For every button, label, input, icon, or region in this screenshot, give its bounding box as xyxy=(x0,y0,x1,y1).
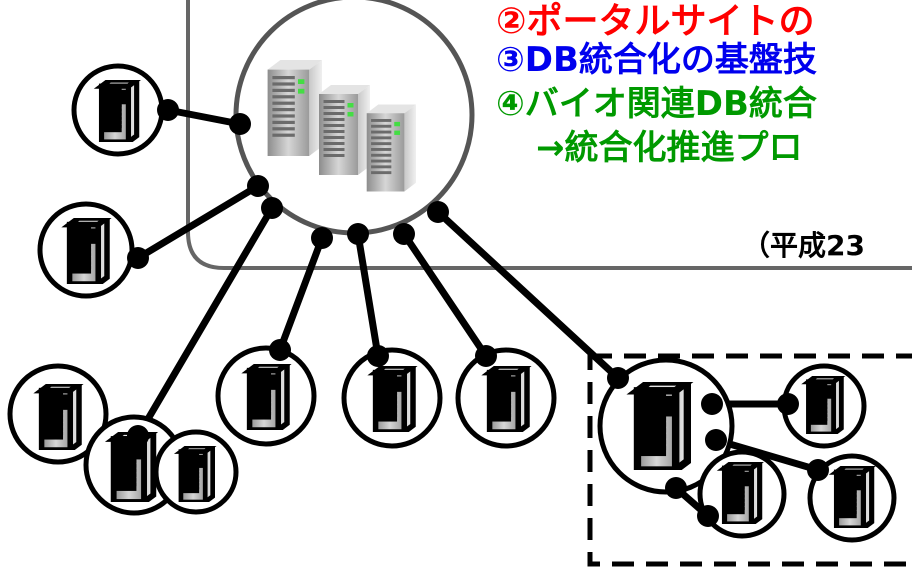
server-node-5 xyxy=(153,429,239,515)
text-line-bio-db: ④バイオ関連DB統合 xyxy=(496,84,817,124)
server-node-3 xyxy=(7,363,109,465)
node-servers xyxy=(7,63,557,516)
server-node-6 xyxy=(215,345,317,447)
text-line-db-infrastructure: ③DB統合化の基盤技 xyxy=(496,40,817,80)
sub-network-dashed-box xyxy=(587,353,912,567)
sub-network-servers xyxy=(597,357,897,543)
text-line-promotion-program: →統合化推進プロ xyxy=(536,128,803,168)
panel-outline xyxy=(186,0,912,270)
connection-dots xyxy=(127,99,829,527)
sub-server-3 xyxy=(807,453,897,543)
text-line-portal: ②ポータルサイトの xyxy=(496,1,815,42)
server-node-1 xyxy=(71,63,165,157)
text-note-year: （平成23 xyxy=(742,229,865,262)
server-node-2 xyxy=(37,201,135,299)
sub-server-2 xyxy=(697,449,787,539)
server-node-7 xyxy=(341,347,443,449)
server-node-8 xyxy=(455,347,557,449)
